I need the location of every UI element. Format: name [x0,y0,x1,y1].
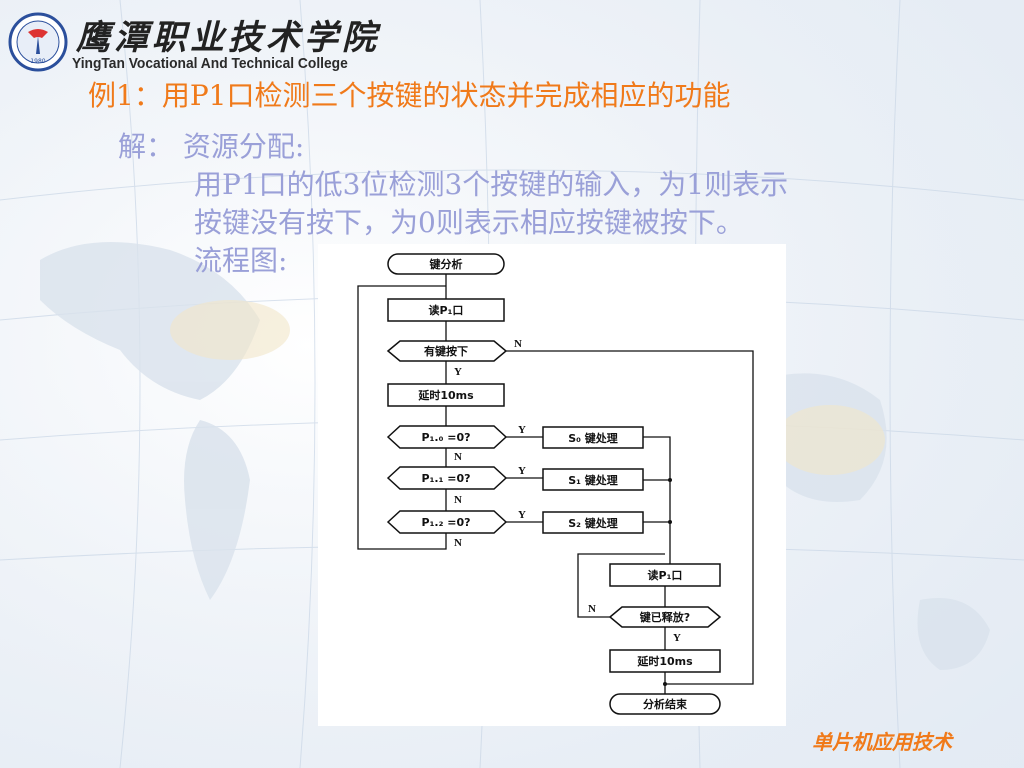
flow-start-label: 键分析 [429,257,463,271]
flow-s2-label: S₂ 键处理 [568,516,618,530]
flow-read-p1-again-label: 读P₁口 [648,568,683,582]
flow-read-p1-label: 读P₁口 [429,303,464,317]
flow-p12-yes: Y [518,509,526,521]
body-line-1: 解： 资源分配: [118,128,908,166]
body-text-1: 资源分配: [182,130,305,163]
flow-released-decision [608,606,722,628]
flow-p10-yes: Y [518,424,526,436]
body-line-3: 按键没有按下，为0则表示相应按键被按下。 [194,206,744,239]
flow-released-no: N [588,603,596,615]
logo-year: 1980 [30,58,45,65]
flow-check-p12-label: P₁.₂ =0? [422,516,471,529]
flow-p10-no: N [454,451,462,463]
flow-any-key-yes: Y [454,366,462,378]
flow-released-label: 键已释放? [639,610,690,624]
body-line-2: 用P1口的低3位检测3个按键的输入，为1则表示 [194,168,789,201]
school-name-en: YingTan Vocational And Technical College [72,55,348,72]
flow-p11-yes: Y [518,465,526,477]
flow-s1-label: S₁ 键处理 [568,473,618,487]
slide-title: 例1：用P1口检测三个按键的状态并完成相应的功能 [88,79,731,112]
school-name-cn: 鹰潭职业技术学院 [76,18,380,58]
solution-label: 解： [118,130,175,163]
body-line-4: 流程图: [194,244,288,277]
flow-p11-no: N [454,494,462,506]
flow-delay-2-label: 延时10ms [636,654,693,668]
flow-check-p10-label: P₁.₀ =0? [422,431,471,444]
flow-released-yes: Y [673,632,681,644]
flow-any-key-no: N [514,338,522,350]
flow-p12-no: N [454,537,462,549]
flow-s0-label: S₀ 键处理 [568,431,618,445]
flowchart: 键分析 读P₁口 有键按下 延时10ms P₁.₀ =0? P₁.₁ =0? P… [318,244,786,726]
slide-body: 解： 资源分配: 用P1口的低3位检测3个按键的输入，为1则表示 按键没有按下，… [118,128,908,280]
flow-end-label: 分析结束 [643,697,688,711]
college-logo-icon: 1980 [8,12,68,72]
flow-any-key-label: 有键按下 [424,344,468,358]
flow-delay-label: 延时10ms [417,388,474,402]
flow-connectors [357,274,754,694]
flow-check-p11-label: P₁.₁ =0? [422,472,471,485]
course-footer: 单片机应用技术 [812,730,952,754]
